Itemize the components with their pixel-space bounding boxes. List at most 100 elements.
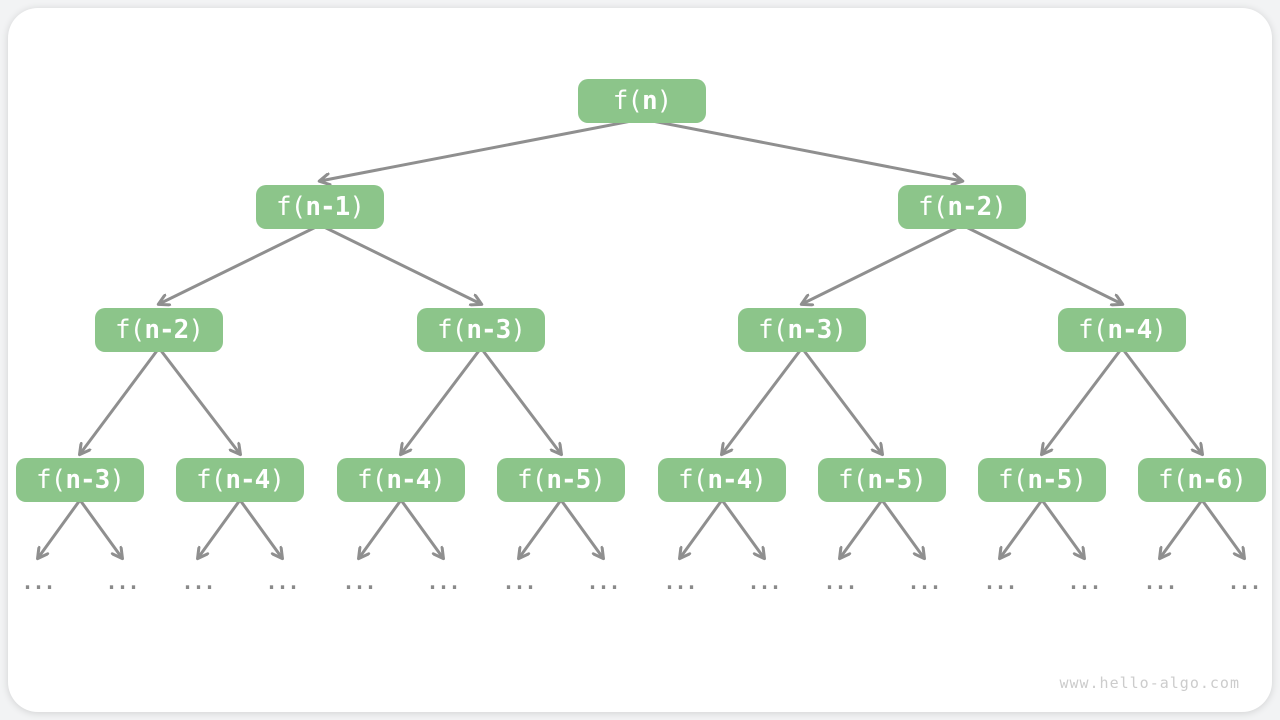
edge-n6-n14 bbox=[1120, 347, 1202, 454]
node-label-prefix: f( bbox=[1078, 315, 1108, 345]
node-label-suffix: ) bbox=[656, 86, 673, 116]
ellipsis-label: ... bbox=[181, 570, 215, 594]
node-label-suffix: ) bbox=[269, 465, 285, 495]
edge-n3-n8 bbox=[157, 347, 240, 454]
node-label-argument: n-4 bbox=[1107, 315, 1152, 345]
ellipsis-label: ... bbox=[342, 570, 376, 594]
tree-node-f(n-3): f(n-3) bbox=[16, 458, 144, 502]
edge-n1-n4 bbox=[319, 223, 481, 304]
node-label-argument: n-5 bbox=[546, 465, 591, 495]
node-label-suffix: ) bbox=[430, 465, 446, 495]
edge-n2-n6 bbox=[961, 223, 1122, 304]
ellipsis-label: ... bbox=[747, 570, 781, 594]
tree-node-f(n-4): f(n-4) bbox=[337, 458, 465, 502]
node-label-argument: n bbox=[642, 86, 658, 116]
node-label-prefix: f( bbox=[196, 465, 226, 495]
tree-node-f(n-3): f(n-3) bbox=[738, 308, 866, 352]
node-label-prefix: f( bbox=[998, 465, 1028, 495]
edge-n12-ellipsis-left bbox=[840, 499, 884, 558]
edge-n5-n12 bbox=[800, 347, 882, 454]
node-label-suffix: ) bbox=[1071, 465, 1087, 495]
node-label-prefix: f( bbox=[1158, 465, 1188, 495]
node-label-prefix: f( bbox=[918, 192, 948, 222]
ellipsis-label: ... bbox=[1227, 570, 1261, 594]
node-label-prefix: f( bbox=[758, 315, 788, 345]
watermark: www.hello-algo.com bbox=[1059, 674, 1240, 692]
edge-n11-ellipsis-right bbox=[720, 499, 764, 558]
edge-n14-ellipsis-right bbox=[1200, 499, 1244, 558]
edge-n5-n11 bbox=[722, 347, 804, 454]
edge-n9-ellipsis-right bbox=[399, 499, 443, 558]
edge-n4-n10 bbox=[479, 347, 561, 454]
ellipsis-label: ... bbox=[502, 570, 536, 594]
node-label-argument: n-5 bbox=[1027, 465, 1072, 495]
node-label-argument: n-3 bbox=[787, 315, 832, 345]
figure-panel bbox=[8, 8, 1272, 712]
tree-node-f(n-5): f(n-5) bbox=[978, 458, 1106, 502]
edge-n2-n5 bbox=[802, 223, 963, 304]
edge-n13-ellipsis-left bbox=[1000, 499, 1044, 558]
node-label-argument: n-1 bbox=[305, 192, 350, 222]
node-label-argument: n-2 bbox=[144, 315, 189, 345]
node-label-suffix: ) bbox=[349, 192, 365, 222]
node-label-prefix: f( bbox=[115, 315, 145, 345]
ellipsis-label: ... bbox=[426, 570, 460, 594]
ellipsis-label: ... bbox=[586, 570, 620, 594]
node-label-prefix: f( bbox=[36, 465, 66, 495]
ellipsis-label: ... bbox=[265, 570, 299, 594]
node-label-argument: n-4 bbox=[386, 465, 431, 495]
edge-n7-ellipsis-left bbox=[38, 499, 82, 558]
ellipsis-label: ... bbox=[907, 570, 941, 594]
node-label-suffix: ) bbox=[991, 192, 1007, 222]
node-label-suffix: ) bbox=[590, 465, 606, 495]
tree-node-f(n-4): f(n-4) bbox=[1058, 308, 1186, 352]
edge-n8-ellipsis-right bbox=[238, 499, 282, 558]
node-label-suffix: ) bbox=[911, 465, 927, 495]
tree-node-f(n-4): f(n-4) bbox=[658, 458, 786, 502]
edge-n9-ellipsis-left bbox=[359, 499, 403, 558]
edge-n3-n7 bbox=[80, 347, 161, 454]
edge-n12-ellipsis-right bbox=[880, 499, 924, 558]
node-label-argument: n-5 bbox=[867, 465, 912, 495]
edge-n6-n13 bbox=[1042, 347, 1124, 454]
node-label-argument: n-2 bbox=[947, 192, 992, 222]
edge-n4-n9 bbox=[401, 347, 483, 454]
edge-n14-ellipsis-left bbox=[1160, 499, 1204, 558]
node-label-prefix: f( bbox=[357, 465, 387, 495]
node-label-suffix: ) bbox=[109, 465, 125, 495]
edge-n11-ellipsis-left bbox=[680, 499, 724, 558]
tree-node-f(n-2): f(n-2) bbox=[95, 308, 223, 352]
tree-node-f(n-4): f(n-4) bbox=[176, 458, 304, 502]
tree-node-f(n-1): f(n-1) bbox=[256, 185, 384, 229]
node-label-suffix: ) bbox=[751, 465, 767, 495]
node-label-prefix: f( bbox=[276, 192, 306, 222]
edge-n0-n1 bbox=[320, 117, 643, 181]
node-label-prefix: f( bbox=[678, 465, 708, 495]
edge-n1-n3 bbox=[159, 223, 321, 304]
tree-node-f(n-3): f(n-3) bbox=[417, 308, 545, 352]
node-label-suffix: ) bbox=[188, 315, 204, 345]
tree-node-f(n-5): f(n-5) bbox=[818, 458, 946, 502]
tree-node-f(n-5): f(n-5) bbox=[497, 458, 625, 502]
edge-n7-ellipsis-right bbox=[78, 499, 122, 558]
node-label-suffix: ) bbox=[510, 315, 526, 345]
node-label-suffix: ) bbox=[1151, 315, 1167, 345]
edge-n10-ellipsis-left bbox=[519, 499, 563, 558]
ellipsis-label: ... bbox=[983, 570, 1017, 594]
node-label-argument: n-6 bbox=[1187, 465, 1232, 495]
node-label-suffix: ) bbox=[1231, 465, 1247, 495]
node-label-prefix: f( bbox=[612, 86, 643, 116]
ellipsis-label: ... bbox=[105, 570, 139, 594]
node-label-prefix: f( bbox=[437, 315, 467, 345]
edge-n13-ellipsis-right bbox=[1040, 499, 1084, 558]
edge-n10-ellipsis-right bbox=[559, 499, 603, 558]
ellipsis-label: ... bbox=[823, 570, 857, 594]
node-label-prefix: f( bbox=[517, 465, 547, 495]
ellipsis-label: ... bbox=[1067, 570, 1101, 594]
node-label-argument: n-4 bbox=[707, 465, 752, 495]
node-label-argument: n-3 bbox=[65, 465, 110, 495]
node-label-suffix: ) bbox=[831, 315, 847, 345]
